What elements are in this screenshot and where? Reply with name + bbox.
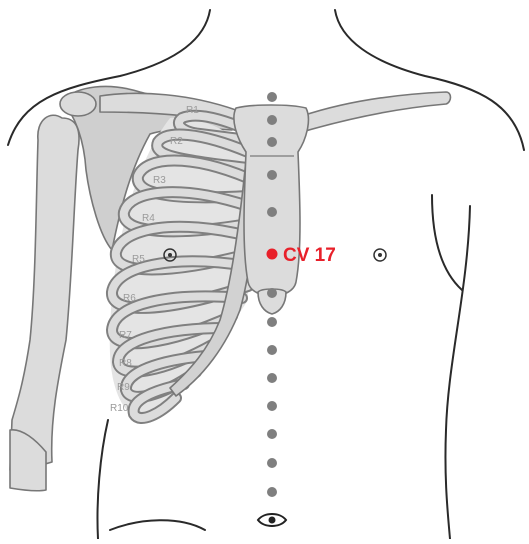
rib-label-r3: R3 xyxy=(153,175,166,186)
right-nipple-icon xyxy=(374,249,386,261)
meridian-point[interactable] xyxy=(267,373,277,383)
rib-label-r10: R10 xyxy=(110,403,129,414)
rib-label-r6: R6 xyxy=(123,293,136,304)
meridian-point[interactable] xyxy=(267,429,277,439)
rib-label-r1: R1 xyxy=(186,105,199,116)
meridian-point[interactable] xyxy=(267,92,277,102)
meridian-point[interactable] xyxy=(267,317,277,327)
rib-label-r8: R8 xyxy=(119,358,132,369)
cv17-marker[interactable] xyxy=(267,249,278,260)
meridian-point[interactable] xyxy=(267,207,277,217)
rib-label-r4: R4 xyxy=(142,213,155,224)
meridian-point[interactable] xyxy=(267,401,277,411)
meridian-point[interactable] xyxy=(267,487,277,497)
rib-label-r5: R5 xyxy=(132,254,145,265)
navel-icon xyxy=(258,514,286,526)
meridian-point[interactable] xyxy=(267,170,277,180)
meridian-point[interactable] xyxy=(267,345,277,355)
meridian-point[interactable] xyxy=(267,458,277,468)
meridian-point[interactable] xyxy=(267,288,277,298)
rib-label-r2: R2 xyxy=(170,136,183,147)
humerus-bone xyxy=(10,115,79,491)
meridian-point[interactable] xyxy=(267,137,277,147)
rib-label-r7: R7 xyxy=(119,330,132,341)
meridian-point[interactable] xyxy=(267,115,277,125)
cv17-label: CV 17 xyxy=(283,245,336,266)
rib-label-r9: R9 xyxy=(117,382,130,393)
